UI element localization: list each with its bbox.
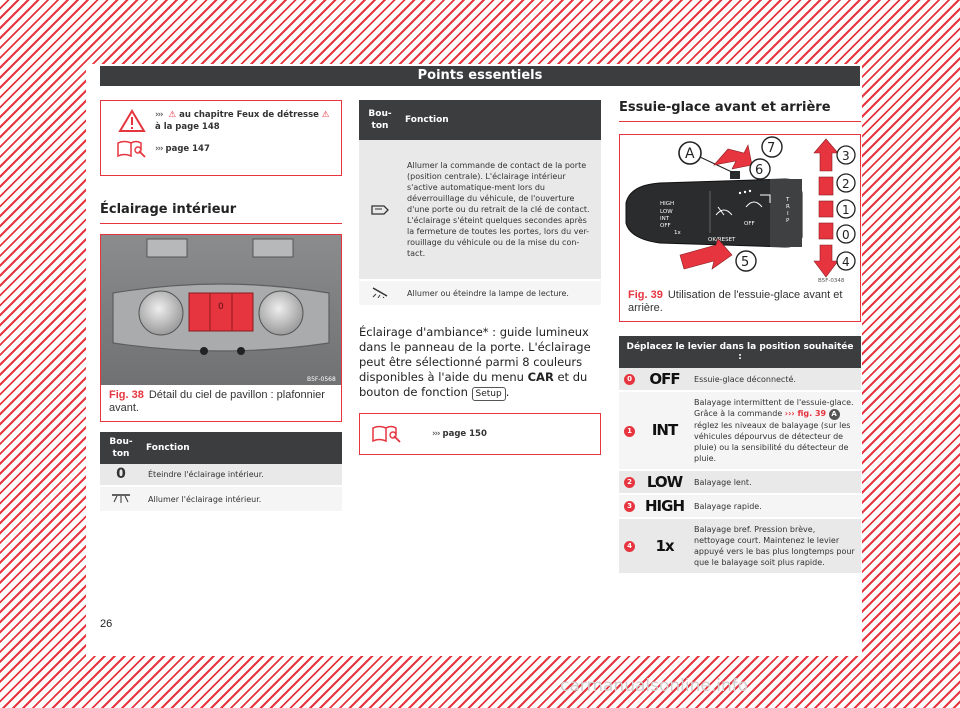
warning-row: ››› ⚠ au chapitre Feux de détresse ⚠ à l… [101, 101, 341, 133]
interior-light-on-icon [112, 494, 130, 503]
table-row: Allumer la commande de contact de la por… [359, 140, 601, 281]
lever-label: I [787, 211, 789, 217]
small-warning-icon: ⚠ [168, 110, 177, 120]
section-title-wiper: Essuie-glace avant et arrière [619, 100, 861, 122]
table-header: Déplacez le levier dans la position souh… [619, 336, 861, 368]
figure-reference[interactable]: ››› fig. 39 [784, 409, 827, 418]
position-badge: 1 [624, 425, 635, 437]
column-middle: Bou-ton Fonction Allumer la commande de … [359, 100, 601, 455]
lever-label: R [786, 204, 790, 210]
reading-lamp-icon [372, 287, 388, 299]
ceiling-light-illustration: 0 B5F-0568 [101, 235, 341, 385]
ref-letter-badge: A [828, 409, 840, 420]
table-header-function: Fonction [142, 432, 342, 464]
small-warning-icon: ⚠ [321, 110, 330, 120]
page-header: Points essentiels [100, 66, 860, 86]
page-ref-text[interactable]: ›››page 147 [155, 144, 210, 154]
setup-key: Setup [471, 387, 506, 401]
fig38-button-mid-label: 0 [218, 302, 224, 312]
lever-label: INT [660, 216, 670, 222]
table-header-function: Fonction [401, 100, 601, 140]
position-badge: 4 [624, 541, 635, 552]
fig39-label-5: 5 [741, 255, 749, 270]
lever-label: 1x [674, 230, 681, 236]
fig39-label-0: 0 [842, 228, 850, 242]
position-badge: 0 [624, 374, 635, 385]
table-row: 0 OFF Essuie-glace déconnecté. [619, 368, 861, 392]
lever-label: HIGH [660, 201, 674, 207]
wiper-low-symbol: LOW [640, 470, 690, 495]
ambient-lighting-text: Éclairage d'ambiance* : guide lumineux d… [359, 325, 591, 401]
table-row: 0 Éteindre l'éclairage intérieur. [100, 464, 342, 487]
book-ref-icon [109, 139, 155, 159]
table-row: 4 1x Balayage bref. Pression brève, nett… [619, 518, 861, 575]
wiper-int-symbol: INT [640, 391, 690, 471]
page-ref-text[interactable]: ›››page 150 [432, 429, 487, 439]
door-contact-icon [371, 204, 389, 215]
wiper-off-symbol: OFF [640, 368, 690, 392]
figure-39: HIGH LOW INT OFF 1x OFF OK/RESET T R I P… [619, 134, 861, 322]
warning-triangle-icon [109, 109, 155, 133]
fig39-label-4: 4 [842, 255, 850, 269]
table-header-button: Bou-ton [100, 432, 142, 464]
fig39-code: B5F-0348 [818, 278, 845, 284]
fig39-label-3: 3 [842, 149, 850, 163]
position-badge: 2 [624, 477, 635, 488]
warning-note-box: ››› ⚠ au chapitre Feux de détresse ⚠ à l… [100, 100, 342, 176]
wiper-high-symbol: HIGH [640, 494, 690, 519]
table-row: Allumer l'éclairage intérieur. [100, 486, 342, 513]
table-header-button: Bou-ton [359, 100, 401, 140]
table-row: Allumer ou éteindre la lampe de lecture. [359, 280, 601, 307]
fig39-label-1: 1 [842, 203, 850, 217]
lever-label: OFF [660, 223, 671, 229]
table-row: 3 HIGH Balayage rapide. [619, 494, 861, 519]
wiper-positions-table: Déplacez le levier dans la position souh… [619, 336, 861, 575]
fig39-label-a: A [685, 146, 695, 162]
fig39-label-2: 2 [842, 177, 850, 191]
watermark: carmanualsonline.info [560, 676, 749, 696]
page-ref-row: ›››page 147 [101, 133, 341, 159]
ambient-page-ref-box: ›››page 150 [359, 413, 601, 455]
section-title-interior: Éclairage intérieur [100, 202, 342, 224]
interior-light-table: Bou-ton Fonction 0 Éteindre l'éclairage … [100, 432, 342, 513]
column-right: Essuie-glace avant et arrière HIGH LOW I… [619, 100, 861, 575]
table-row: 1 INT Balayage intermittent de l'essuie-… [619, 391, 861, 471]
fig39-label-7: 7 [767, 141, 775, 156]
position-badge: 3 [624, 501, 635, 512]
car-menu-symbol: CAR [527, 370, 554, 384]
fig38-code: B5F-0568 [307, 376, 336, 383]
lever-label: OFF [744, 221, 755, 227]
warning-text: ››› ⚠ au chapitre Feux de détresse ⚠ à l… [155, 110, 330, 132]
wiper-lever-illustration: HIGH LOW INT OFF 1x OFF OK/RESET T R I P… [620, 135, 858, 285]
book-ref-icon [372, 425, 401, 443]
off-symbol: 0 [100, 464, 142, 487]
table-row: 2 LOW Balayage lent. [619, 470, 861, 495]
lever-label: T [785, 197, 790, 203]
fig39-label-6: 6 [755, 163, 763, 178]
page-number: 26 [100, 618, 113, 630]
lever-label: LOW [660, 209, 673, 215]
column-left: ››› ⚠ au chapitre Feux de détresse ⚠ à l… [100, 100, 342, 513]
wiper-1x-symbol: 1x [640, 518, 690, 575]
lever-label: P [786, 218, 790, 224]
door-light-table: Bou-ton Fonction Allumer la commande de … [359, 100, 601, 307]
lever-label: OK/RESET [708, 237, 736, 243]
